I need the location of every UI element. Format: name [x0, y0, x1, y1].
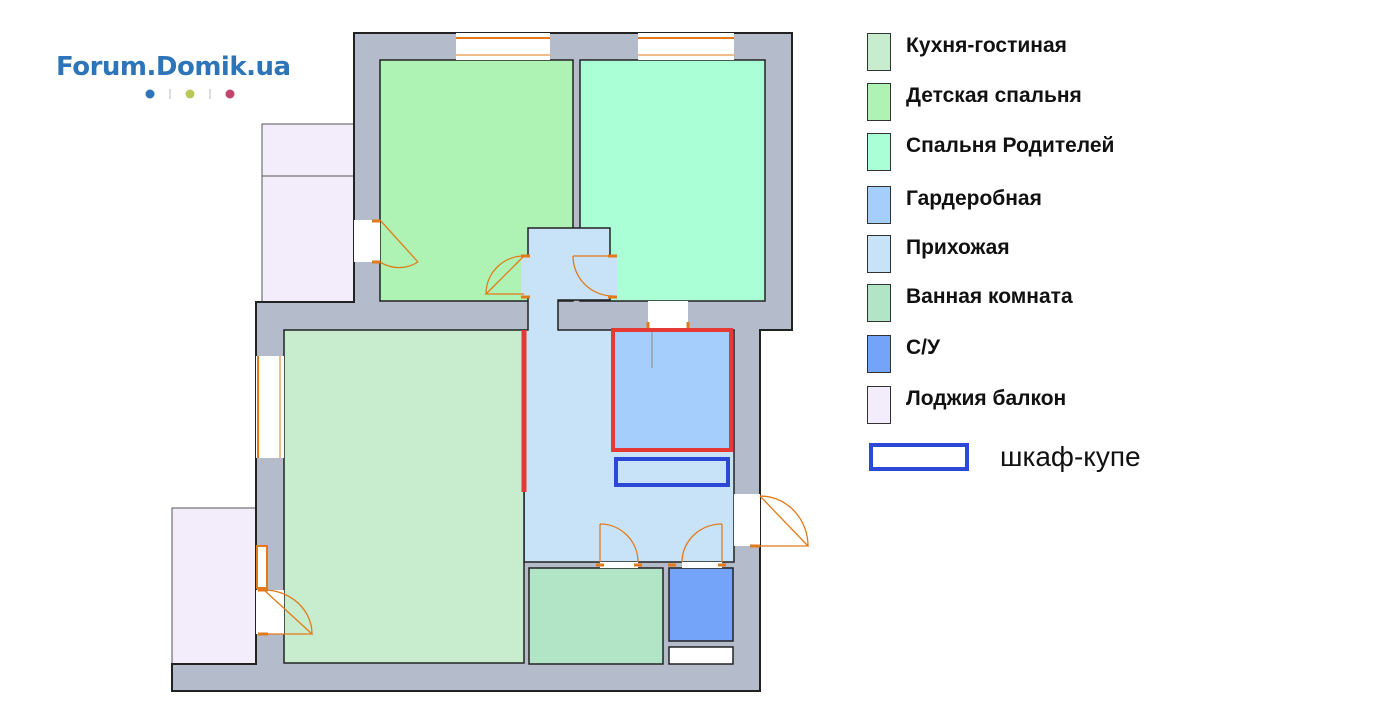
opening-entrance — [734, 494, 760, 546]
window-kitchen — [256, 356, 284, 458]
windows — [256, 33, 734, 589]
legend-wardrobe-label: шкаф-купе — [1000, 441, 1141, 472]
rooms — [283, 59, 766, 665]
opening-kids-hall — [521, 256, 530, 298]
legend-swatch — [867, 83, 891, 121]
legend-label: Гардеробная — [906, 187, 1042, 210]
door-parents-hall-icon — [572, 255, 614, 297]
legend-swatch — [867, 335, 891, 373]
wardrobe-closet-marker — [614, 457, 730, 487]
door-openings — [256, 220, 760, 634]
legend-swatch — [867, 133, 891, 171]
opening-kitchen-balcony — [256, 590, 284, 634]
site-logo[interactable]: Forum.Domik.ua — [56, 52, 291, 82]
legend-swatch — [867, 186, 891, 224]
legend-swatch — [867, 33, 891, 71]
door-swings — [258, 219, 810, 636]
legend-swatch — [867, 386, 891, 424]
proposed-changes — [521, 328, 733, 492]
door-kitchen-balcony-icon — [263, 589, 314, 635]
room-toilet — [668, 567, 734, 642]
legend-label: Детская спальня — [906, 84, 1082, 107]
legend-label: Кухня-гостиная — [906, 34, 1067, 57]
opening-bathroom — [600, 562, 638, 568]
opening-toilet — [682, 562, 722, 568]
loggia-lower — [171, 507, 257, 665]
opening-parents-hall — [608, 256, 617, 298]
room-kitchen-living — [283, 329, 525, 664]
logo-dot-1 — [145, 89, 155, 99]
door-entrance-icon — [759, 495, 810, 547]
legend-label: Спальня Родителей — [906, 134, 1115, 157]
site-logo-text: Forum.Domik.ua — [56, 52, 291, 82]
legend-label: С/У — [906, 336, 941, 359]
loggias — [171, 123, 355, 665]
opening-parents-wardrobe — [648, 301, 688, 330]
door-bathroom-icon — [599, 523, 639, 563]
legend-wardrobe-swatch — [869, 443, 969, 471]
legend-label: Прихожая — [906, 236, 1010, 259]
legend-label: Лоджия балкон — [906, 387, 1067, 410]
door-kids-balcony-icon — [379, 219, 419, 269]
room-wardrobe — [613, 329, 733, 451]
logo-dot-3 — [225, 89, 235, 99]
new-wardrobe-walls — [611, 328, 733, 452]
legend-swatch — [867, 284, 891, 322]
room-bathroom — [528, 567, 664, 665]
door-kids-hall-icon — [484, 255, 525, 295]
legend-swatch — [867, 235, 891, 273]
loggia-upper — [261, 123, 355, 303]
vent-shaft — [668, 646, 734, 665]
opening-kids-balcony — [354, 220, 380, 262]
door-toilet-icon — [681, 523, 723, 563]
logo-dots — [145, 89, 235, 99]
logo-dot-2 — [185, 89, 195, 99]
window-loggia-small — [256, 545, 268, 589]
legend-label: Ванная комната — [906, 285, 1073, 308]
